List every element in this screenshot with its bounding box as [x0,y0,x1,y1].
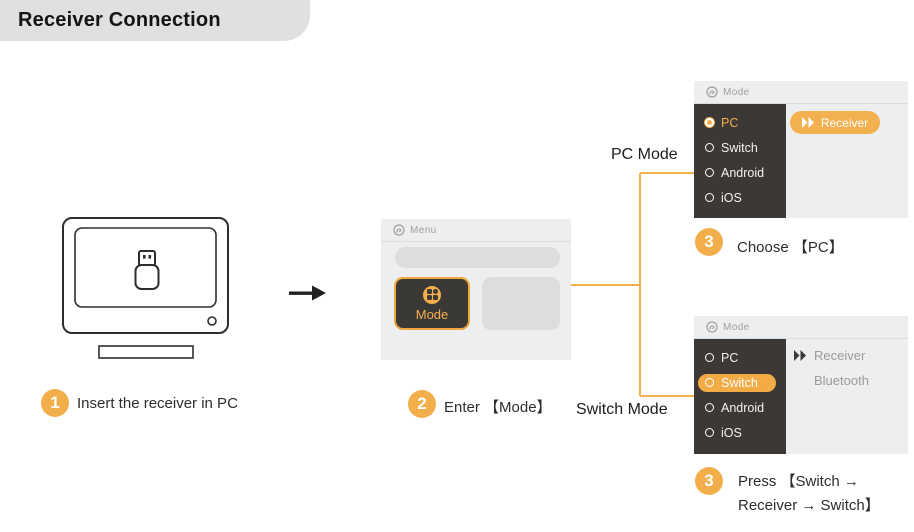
step-2-number: 2 [417,394,427,413]
monitor-stand [98,345,194,359]
step-3-switch-number: 3 [704,471,714,490]
mode-option-ios[interactable]: iOS [694,420,786,445]
mode-option-label: iOS [721,190,742,205]
mode-option-label: Switch [721,375,758,390]
mode-option-label: PC [721,115,739,130]
step-1-number: 1 [50,393,60,412]
brand-logo-icon [706,321,718,333]
step-2-badge: 2 [408,390,436,418]
switch-mode-screen-header: Mode [694,316,908,339]
mode-option-label: Switch [721,140,758,155]
mode-option-list: PC Switch Android iOS [694,104,786,218]
banner: Receiver Connection [0,0,310,41]
mode-option-android[interactable]: Android [694,160,786,185]
mode-option-pc[interactable]: PC [694,345,786,370]
step-1-label: Insert the receiver in PC [77,395,238,412]
double-chevron-icon [801,117,814,128]
mode-option-switch[interactable]: Switch [694,135,786,160]
mode-tile[interactable]: Mode [394,277,470,330]
step-3-switch-line1: Press 【Switch → [738,473,859,490]
step-3-pc-number: 3 [704,232,714,251]
radio-icon [705,353,714,362]
step-3-pc-badge: 3 [695,228,723,256]
menu-screen: Menu Mode [381,219,571,360]
step-2-label: Enter 【Mode】 [444,399,552,416]
brand-logo-icon [393,224,405,236]
step-3-switch-label: Press 【Switch → Receiver → Switch】 [738,470,914,518]
mode-option-label: Android [721,400,765,415]
radio-icon [705,403,714,412]
mode-option-android[interactable]: Android [694,395,786,420]
radio-selected-icon [705,118,714,127]
branch-label-pc-mode: PC Mode [611,146,678,163]
mode-tile-label: Mode [415,306,449,322]
step-1-badge: 1 [41,389,69,417]
step-3-switch-line2: Receiver → Switch】 [738,497,880,514]
menu-screen-header: Menu [381,219,571,242]
menu-screen-title: Menu [410,224,437,236]
pc-mode-screen-header: Mode [694,81,908,104]
brand-logo-icon [706,86,718,98]
mode-option-label: PC [721,350,739,365]
double-chevron-icon [794,349,806,361]
power-led [207,316,217,326]
menu-pill-placeholder [395,247,560,268]
mode-option-switch[interactable]: Switch [698,373,776,392]
radio-icon [705,143,714,152]
branch-label-switch-mode: Switch Mode [576,401,668,418]
connection-item-bluetooth[interactable]: Bluetooth [794,371,869,389]
mode-option-label: Android [721,165,765,180]
radio-icon [705,428,714,437]
mode-option-pc[interactable]: PC [694,110,786,135]
connection-label: Bluetooth [814,372,869,388]
connection-list: Receiver Bluetooth [794,346,869,389]
step-3-pc-label: Choose 【PC】 [737,239,844,256]
mode-option-list: PC Switch Android iOS [694,339,786,454]
switch-mode-screen: Mode PC Switch Android iOS [694,316,908,454]
switch-mode-screen-title: Mode [723,321,750,333]
step-3-switch-badge: 3 [695,467,723,495]
radio-icon [705,168,714,177]
mode-grid-icon [423,285,441,304]
radio-icon [705,193,714,202]
arrow-right-icon [289,285,326,301]
pc-mode-screen: Mode PC Switch Android iOS [694,81,908,218]
branch-connector [571,172,700,397]
connection-item-receiver[interactable]: Receiver [794,346,869,364]
monitor-illustration [62,217,229,359]
mode-option-ios[interactable]: iOS [694,185,786,210]
mode-option-label: iOS [721,425,742,440]
usb-receiver-icon [134,250,160,290]
radio-selected-icon [705,378,714,387]
placeholder-tile [482,277,560,330]
page-title: Receiver Connection [18,9,221,31]
connection-label: Receiver [814,347,866,363]
receiver-button-label: Receiver [820,115,869,130]
pc-mode-screen-title: Mode [723,86,750,98]
receiver-button[interactable]: Receiver [790,111,880,134]
